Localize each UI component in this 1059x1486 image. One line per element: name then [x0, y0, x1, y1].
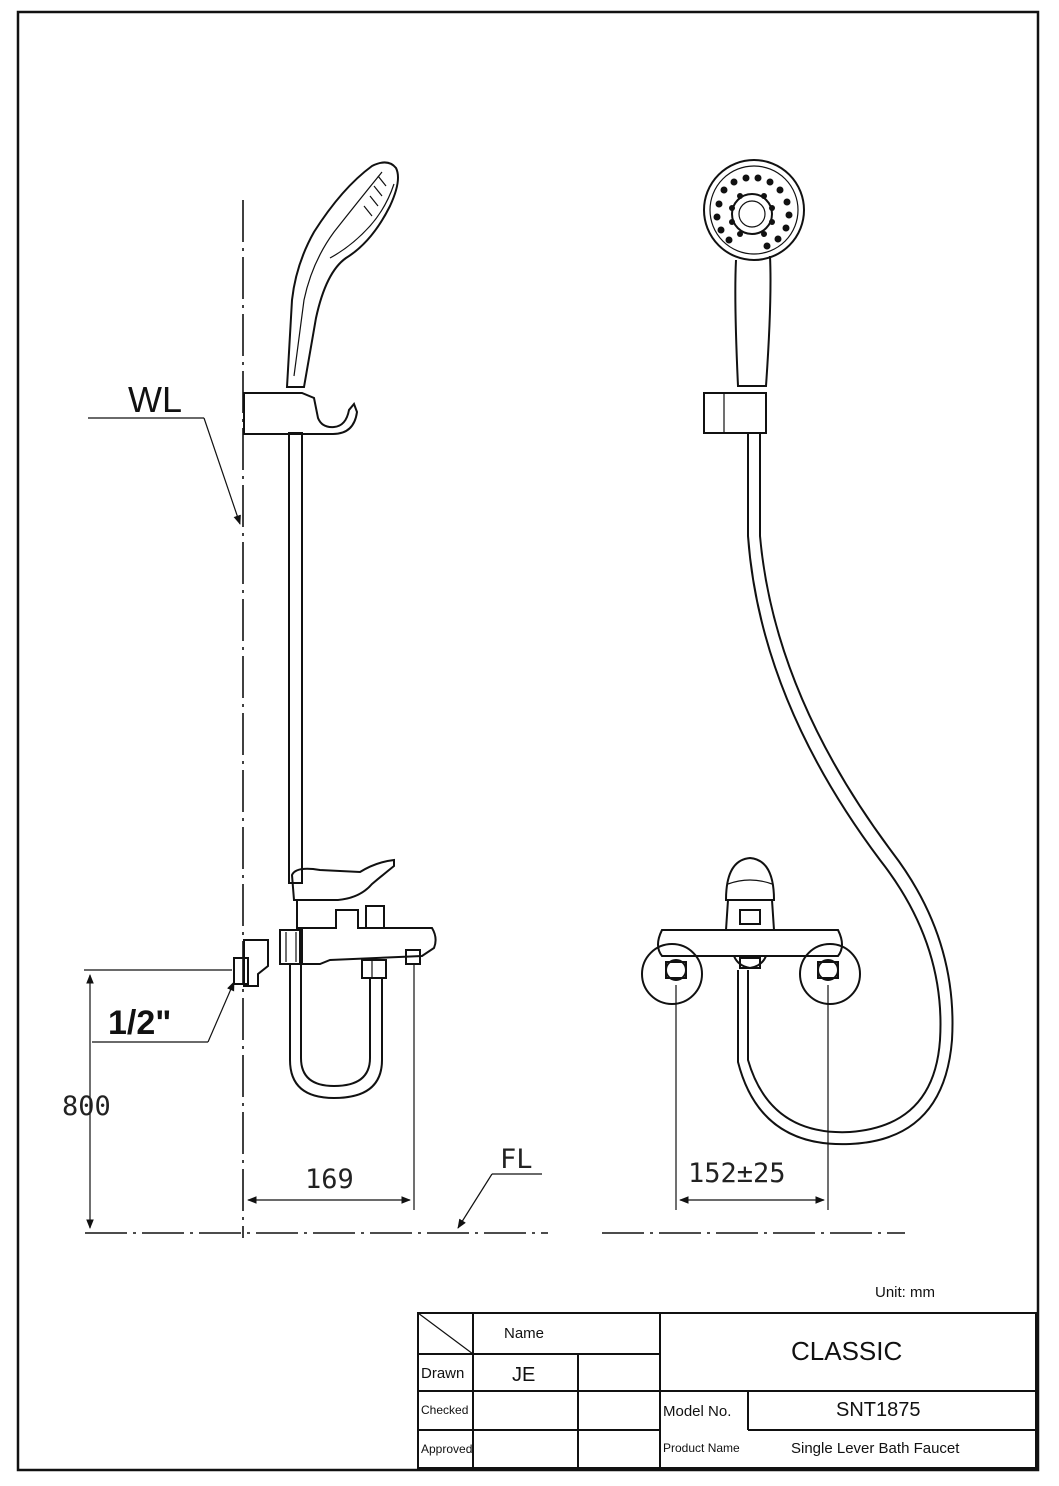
drawn-label: Drawn [421, 1365, 464, 1382]
fl-callout: FL [457, 1144, 542, 1229]
name-header: Name [504, 1325, 544, 1342]
wl-label: WL [128, 379, 182, 420]
approved-label: Approved [421, 1442, 472, 1456]
slide-rail [288, 432, 303, 884]
spray-nozzles [713, 174, 793, 250]
front-view [602, 159, 954, 1234]
holder-bracket [243, 392, 359, 435]
hand-shower-side [285, 161, 399, 388]
unit-label: Unit: mm [875, 1284, 935, 1301]
thread-callout: 1/2" [92, 981, 235, 1043]
model-value: SNT1875 [836, 1399, 921, 1421]
checked-label: Checked [421, 1403, 468, 1417]
escutcheon-right [799, 943, 861, 1005]
model-label: Model No. [663, 1403, 731, 1420]
drawn-value: JE [512, 1364, 535, 1386]
side-view [85, 161, 548, 1238]
faucet-body-side [296, 900, 437, 965]
escutcheon-left [641, 943, 703, 1005]
faucet-lever-side [290, 858, 395, 901]
wl-callout: WL [88, 379, 241, 525]
projection-dimension: 169 [247, 965, 415, 1210]
faucet-lever-front [724, 856, 776, 901]
height-dim-label: 800 [62, 1091, 111, 1122]
product-value: Single Lever Bath Faucet [791, 1440, 960, 1457]
product-label: Product Name [663, 1441, 740, 1455]
title-block: Name Drawn JE Checked Approved CLASSIC M… [417, 1312, 1037, 1469]
centers-dim-label: 152±25 [688, 1158, 786, 1189]
thread-size-label: 1/2" [108, 1004, 171, 1042]
height-dimension: 800 [62, 969, 232, 1229]
sheet-border [16, 10, 1040, 1472]
faucet-body-front [657, 929, 843, 957]
wall-flange [233, 957, 249, 985]
hose-front [747, 433, 942, 1134]
fl-label: FL [500, 1144, 533, 1175]
diverter-knob [365, 905, 385, 929]
projection-dim-label: 169 [305, 1164, 354, 1195]
shower-head-front [703, 159, 805, 261]
hose-loop-side [289, 964, 383, 1100]
holder-front [703, 392, 767, 434]
outlet-nut [361, 959, 387, 979]
series-title: CLASSIC [791, 1336, 902, 1366]
centers-dimension: 152±25 [675, 985, 829, 1210]
eccentric-connector [243, 939, 269, 987]
shower-handle-front [734, 255, 772, 387]
